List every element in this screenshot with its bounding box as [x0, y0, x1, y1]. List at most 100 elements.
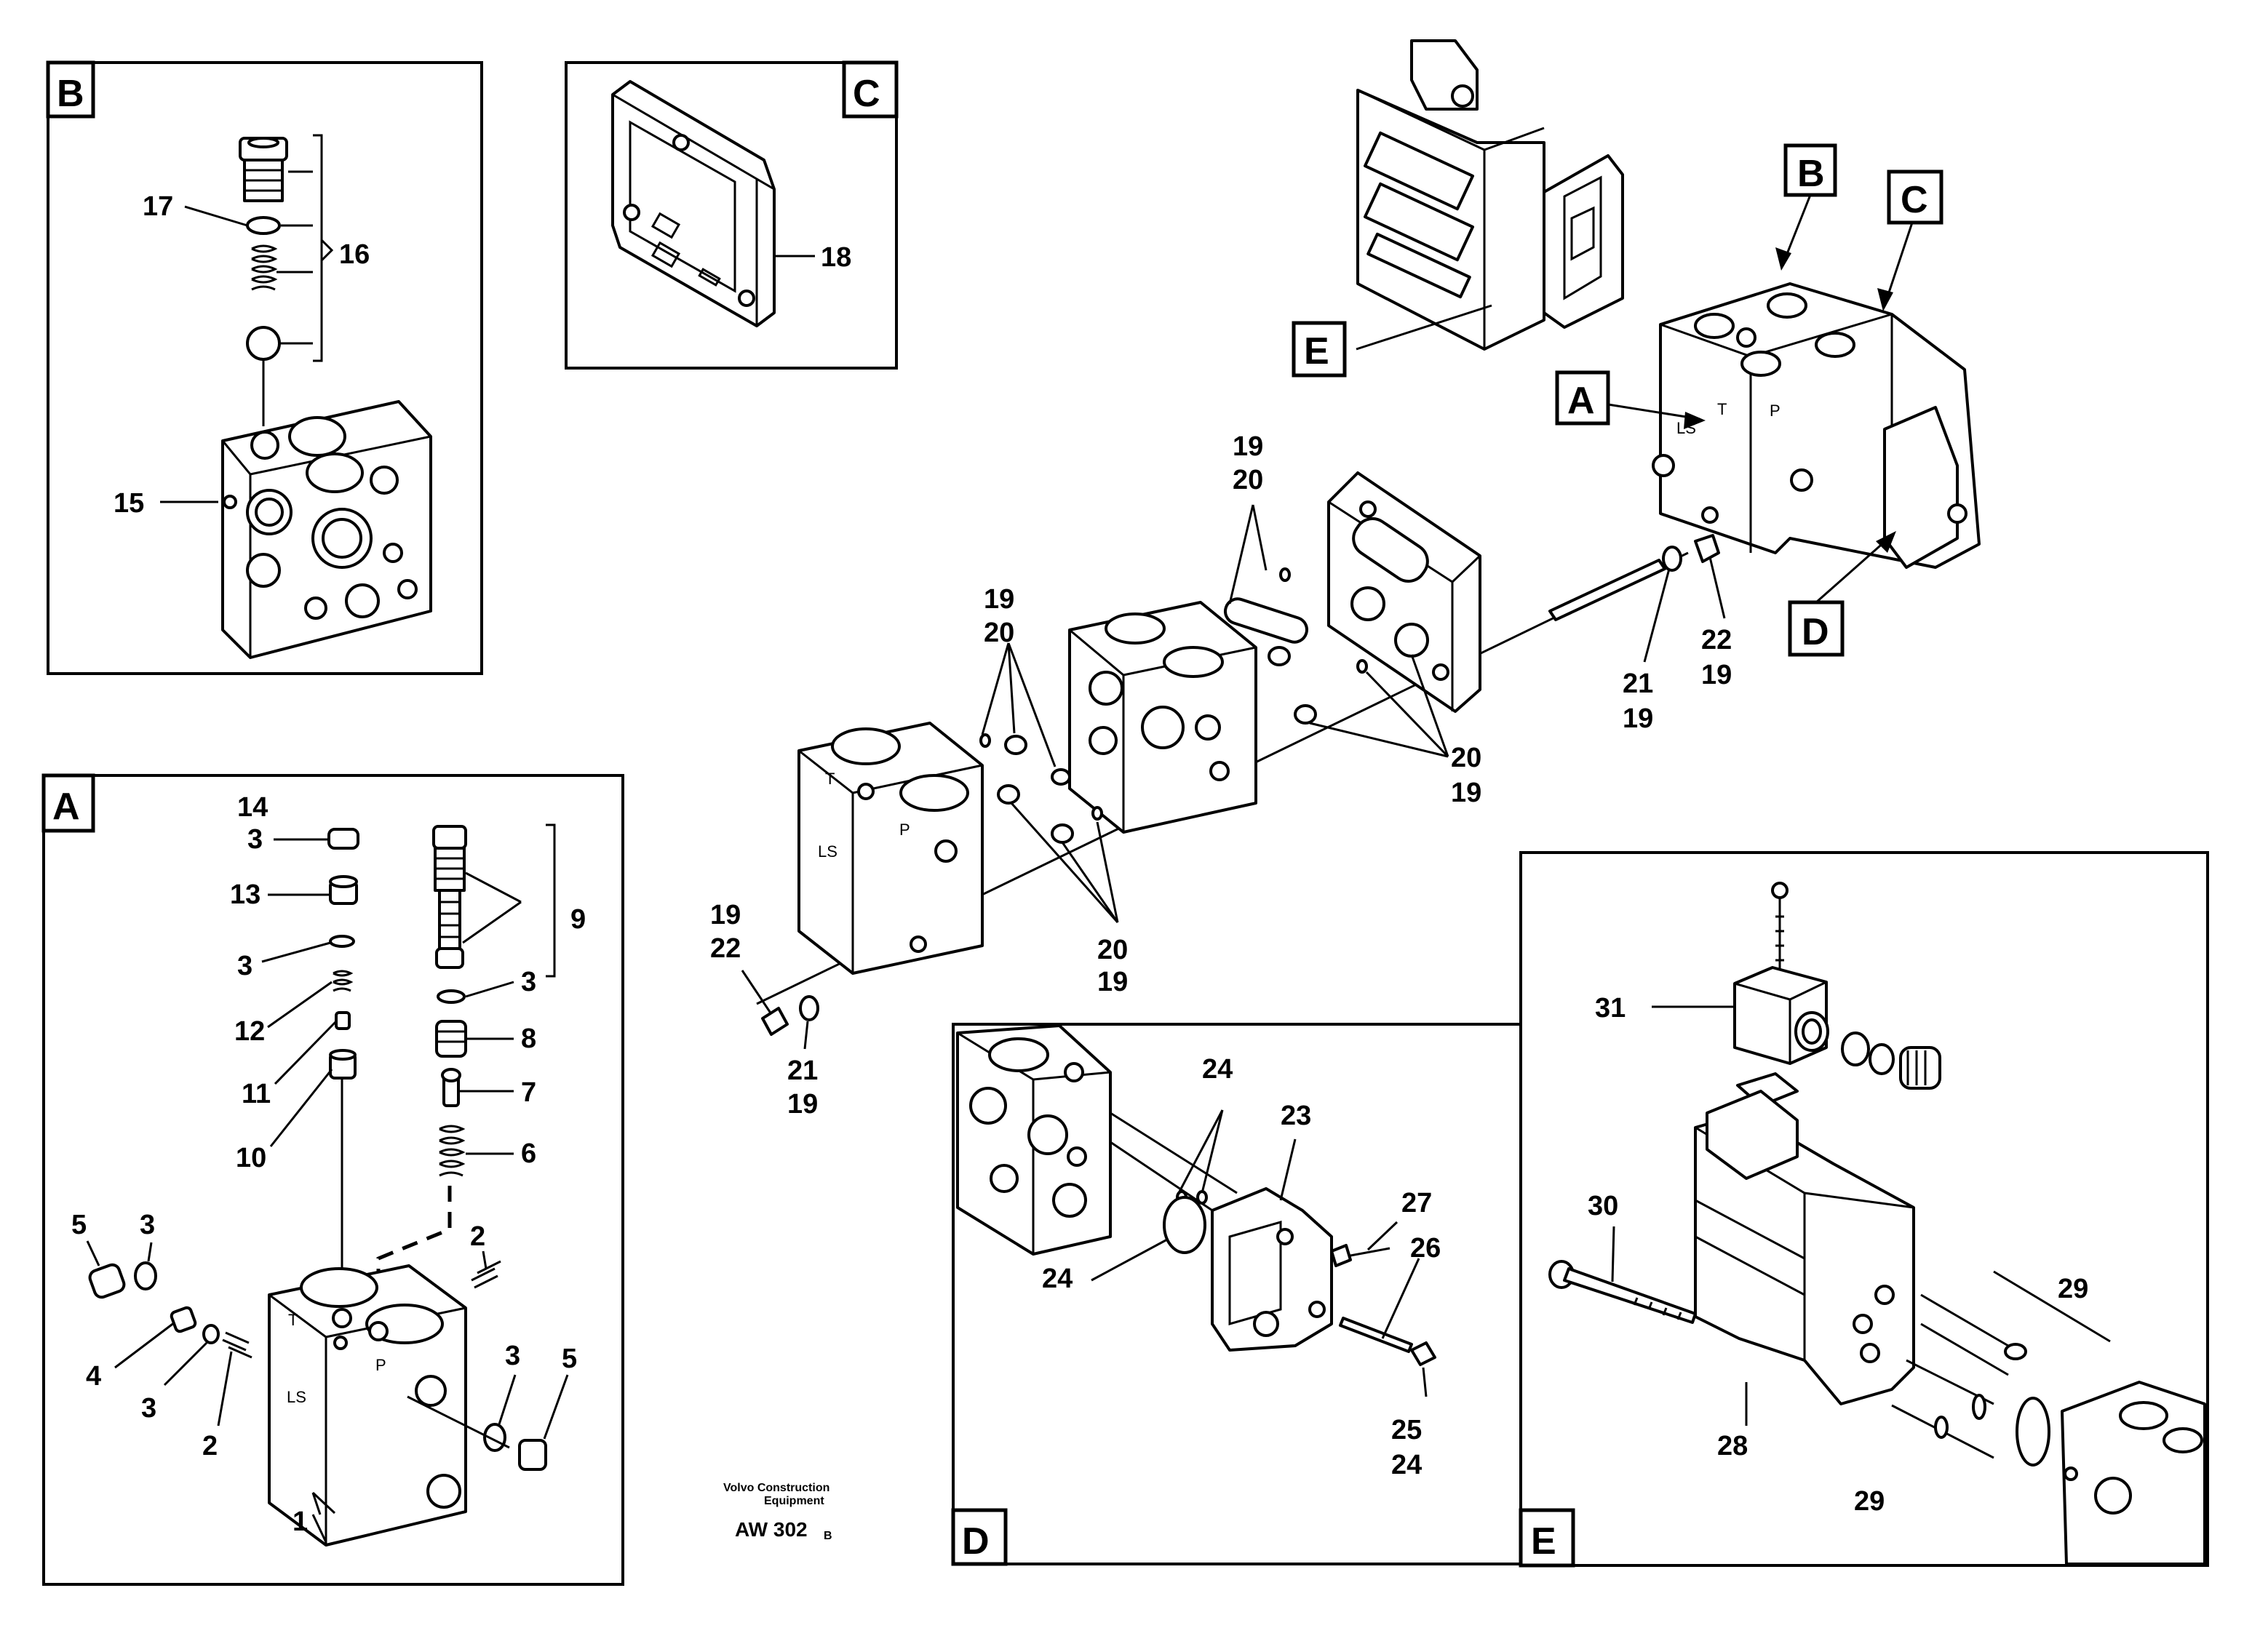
part-number-14: 14: [237, 792, 268, 823]
relief-cartridge-9: [432, 825, 467, 969]
check-ball-16: [246, 326, 281, 361]
detail-a-tag: A: [52, 786, 80, 828]
part-number-28: 28: [1717, 1431, 1748, 1461]
valve-section-1: T P LS: [268, 1264, 467, 1547]
part-number-19-b: 19: [984, 584, 1014, 615]
solenoid-actuator-top: [1356, 39, 1624, 351]
part-number-24-b: 24: [1042, 1264, 1073, 1294]
port-marking-t-main: T: [825, 770, 835, 788]
part-number-19-f: 19: [1701, 660, 1732, 690]
part-number-3-a: 3: [247, 824, 263, 855]
part-number-29-a: 29: [2058, 1274, 2088, 1304]
seat-11: [335, 1011, 351, 1030]
main-tag-a: A: [1567, 380, 1595, 422]
part-number-2-a: 2: [202, 1431, 218, 1461]
part-number-10: 10: [236, 1143, 266, 1173]
drawing-code: AW 302: [735, 1518, 808, 1541]
part-number-3-c: 3: [521, 967, 536, 997]
company-line-1: Volvo Construction: [723, 1482, 829, 1494]
small-plugs-a: [88, 1260, 547, 1471]
o-ring-17: [246, 216, 281, 235]
port-marking-ls-a: LS: [287, 1388, 306, 1406]
valve-section-e: [2061, 1381, 2206, 1565]
port-marking-ls-main: LS: [818, 842, 837, 861]
adapter-23: [1211, 1187, 1333, 1352]
middle-section: [1068, 601, 1257, 834]
spring-6: [439, 1125, 466, 1177]
detail-b-panel: B 16 17: [46, 60, 483, 675]
part-number-6: 6: [521, 1138, 536, 1169]
company-line-2: Equipment: [764, 1495, 824, 1507]
part-number-4: 4: [86, 1361, 101, 1392]
part-number-26: 26: [1410, 1233, 1441, 1264]
part-number-29-b: 29: [1854, 1486, 1885, 1517]
detail-d-panel: D 24 24 23: [951, 1023, 1522, 1566]
part-number-20-a: 20: [1233, 465, 1263, 495]
part-number-3-e: 3: [141, 1393, 156, 1424]
part-number-16: 16: [339, 239, 370, 270]
drawing-revision: B: [824, 1530, 832, 1542]
part-number-20-c: 20: [1097, 935, 1128, 965]
detail-d-tag: D: [962, 1520, 990, 1563]
part-number-5-b: 5: [562, 1344, 577, 1374]
part-number-11: 11: [242, 1079, 271, 1109]
spring-12: [333, 970, 354, 992]
main-tag-b: B: [1797, 153, 1825, 195]
part-number-3-b: 3: [237, 951, 252, 981]
part-number-13: 13: [230, 879, 260, 910]
part-number-18: 18: [821, 242, 851, 273]
part-number-2-b: 2: [470, 1221, 485, 1252]
part-number-31: 31: [1595, 993, 1626, 1023]
port-marking-t-a: T: [288, 1311, 298, 1329]
part-number-3-d: 3: [140, 1210, 155, 1240]
part-number-23: 23: [1281, 1101, 1311, 1131]
detail-a-panel: A 14 3 13 3 12 11 10: [41, 773, 624, 1586]
outlet-section: [1327, 471, 1481, 713]
spring-16: [251, 244, 278, 291]
part-number-25: 25: [1391, 1415, 1422, 1445]
part-number-22-b: 22: [710, 933, 741, 964]
main-tag-c: C: [1901, 179, 1928, 221]
valve-section-d: [956, 1024, 1112, 1256]
part-number-15: 15: [114, 488, 144, 519]
part-number-19-e: 19: [1623, 703, 1653, 734]
solenoid-28: [1694, 1090, 1915, 1405]
valve-section-15: [221, 400, 432, 659]
part-number-9: 9: [570, 904, 586, 935]
detail-e-tag: E: [1531, 1520, 1556, 1563]
part-number-19-d: 19: [1451, 778, 1481, 808]
part-number-19-c: 19: [1097, 967, 1128, 997]
part-number-19-a: 19: [1233, 431, 1263, 462]
part-number-21-b: 21: [787, 1056, 818, 1086]
part-number-30: 30: [1588, 1191, 1618, 1221]
check-valve-plug-17: [239, 137, 288, 202]
port-marking-t-assembled: T: [1717, 400, 1727, 418]
assembled-valve-group: LS T P: [1652, 282, 1981, 569]
part-number-1: 1: [293, 1507, 308, 1537]
port-marking-p-a: P: [375, 1356, 386, 1374]
part-number-8: 8: [521, 1023, 536, 1054]
part-number-12: 12: [234, 1016, 265, 1047]
o-ring-24: [1163, 1196, 1206, 1254]
main-tag-e: E: [1304, 330, 1329, 372]
part-number-22-a: 22: [1701, 625, 1732, 655]
part-number-19-h: 19: [787, 1089, 818, 1120]
connector-31: [1733, 966, 1941, 1090]
part-number-17: 17: [143, 191, 173, 222]
part-number-3-f: 3: [505, 1341, 520, 1371]
plug-8: [435, 1020, 467, 1058]
part-number-24-a: 24: [1202, 1054, 1233, 1085]
end-cover-18: [611, 80, 776, 327]
part-number-24-c: 24: [1391, 1450, 1422, 1480]
part-number-21-a: 21: [1623, 669, 1653, 699]
detail-b-tag: B: [57, 73, 84, 115]
o-ring-3: [329, 935, 355, 948]
part-number-19-g: 19: [710, 900, 741, 930]
bolt-30: [1548, 1260, 1697, 1324]
main-assembly: T P LS: [710, 39, 1981, 1120]
part-number-7: 7: [521, 1077, 536, 1108]
detail-c-panel: C 18: [565, 60, 899, 370]
part-number-5-a: 5: [71, 1210, 87, 1240]
port-marking-p-main: P: [899, 821, 910, 839]
